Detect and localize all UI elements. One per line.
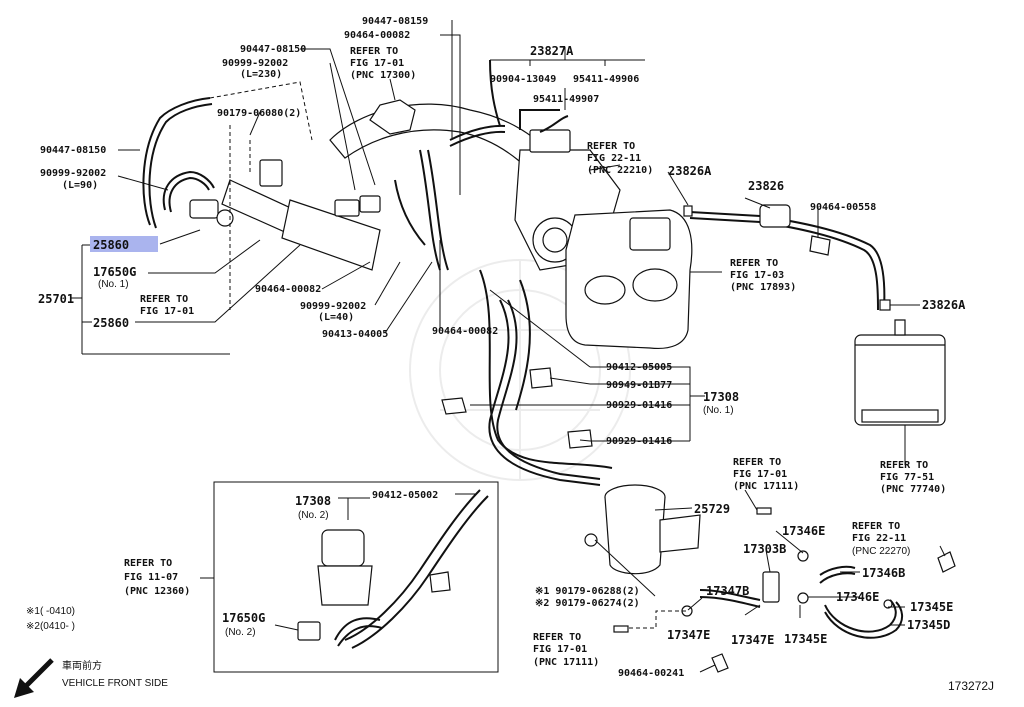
callout-l230: (L=230)	[240, 69, 282, 80]
callout-23826[interactable]: 23826	[748, 179, 784, 193]
refer-fig-17-01-left-line2[interactable]: FIG 17-01	[140, 306, 194, 317]
callout-90447-08159[interactable]: 90447-08159	[362, 16, 428, 27]
vehicle-front-indicator: 車両前方 VEHICLE FRONT SIDE	[14, 658, 168, 698]
refer-fig-11-07-line2[interactable]: FIG 11-07	[124, 572, 178, 583]
part-callouts: 25860 25860 25701 17650G (No. 1) 90447-0…	[38, 16, 966, 679]
callout-90179-06080[interactable]: 90179-06080(2)	[217, 108, 301, 119]
refer-fig-17-01-bottom-line2[interactable]: FIG 17-01	[533, 644, 587, 655]
callout-23826a-b[interactable]: 23826A	[922, 298, 966, 312]
refer-fig-17-03-line3[interactable]: (PNC 17893)	[730, 282, 796, 293]
callout-no1-b: (No. 1)	[703, 405, 734, 416]
callout-17303b[interactable]: 17303B	[743, 542, 786, 556]
refer-fig-17-01-top-line3[interactable]: (PNC 17300)	[350, 70, 416, 81]
callout-90464-00082-b[interactable]: 90464-00082	[255, 284, 321, 295]
callout-no2-a: (No. 2)	[298, 510, 329, 521]
callout-25701[interactable]: 25701	[38, 292, 74, 306]
callout-90999-92002-c[interactable]: 90999-92002	[300, 301, 366, 312]
refer-fig-22-11-b-line3[interactable]: (PNC 22270)	[852, 546, 910, 557]
callout-90929-01416-b[interactable]: 90929-01416	[606, 436, 672, 447]
refer-fig-77-51-line3[interactable]: (PNC 77740)	[880, 484, 946, 495]
refer-fig-77-51-line1[interactable]: REFER TO	[880, 460, 928, 471]
callout-23826a-a[interactable]: 23826A	[668, 164, 712, 178]
refer-fig-22-11-line1[interactable]: REFER TO	[587, 141, 635, 152]
vehicle-front-en: VEHICLE FRONT SIDE	[62, 678, 168, 689]
refer-fig-17-01-left-line1[interactable]: REFER TO	[140, 294, 188, 305]
callout-90179-06274[interactable]: ※2 90179-06274(2)	[535, 598, 640, 609]
callout-no2-b: (No. 2)	[225, 627, 256, 638]
callout-90447-08150-a[interactable]: 90447-08150	[40, 145, 106, 156]
callout-25860[interactable]: 25860	[93, 316, 129, 330]
callout-90464-00082-a[interactable]: 90464-00082	[344, 30, 410, 41]
callout-l90: (L=90)	[62, 180, 98, 191]
callout-90904-13049[interactable]: 90904-13049	[490, 74, 556, 85]
callout-90999-92002-a[interactable]: 90999-92002	[40, 168, 106, 179]
refer-fig-17-01-right-line1[interactable]: REFER TO	[733, 457, 781, 468]
callout-no1-a: (No. 1)	[98, 279, 129, 290]
footnote-1: ※1( -0410)	[26, 606, 75, 617]
refer-fig-17-01-right-line3[interactable]: (PNC 17111)	[733, 481, 799, 492]
refer-fig-22-11-b-line2[interactable]: FIG 22-11	[852, 533, 906, 544]
vacuum-hose-set-drawing	[142, 59, 956, 673]
refer-fig-17-01-bottom-line1[interactable]: REFER TO	[533, 632, 581, 643]
watermark-emblem	[409, 259, 631, 481]
callout-17650g-1[interactable]: 17650G	[93, 265, 136, 279]
callout-95411-49907[interactable]: 95411-49907	[533, 94, 599, 105]
callout-90949-01b77[interactable]: 90949-01B77	[606, 380, 672, 391]
callout-90413-04005[interactable]: 90413-04005	[322, 329, 388, 340]
arrow-down-left-icon	[14, 658, 54, 698]
callout-17347e-b[interactable]: 17347E	[731, 633, 774, 647]
figure-id: 173272J	[948, 679, 994, 693]
callout-17346e-a[interactable]: 17346E	[782, 524, 825, 538]
callout-17308-1[interactable]: 17308	[703, 390, 739, 404]
callout-90464-00558[interactable]: 90464-00558	[810, 202, 876, 213]
callout-17308-2[interactable]: 17308	[295, 494, 331, 508]
refer-fig-17-01-bottom-line3[interactable]: (PNC 17111)	[533, 657, 599, 668]
callout-l40: (L=40)	[318, 312, 354, 323]
refer-fig-17-03-line1[interactable]: REFER TO	[730, 258, 778, 269]
callout-90412-05005[interactable]: 90412-05005	[606, 362, 672, 373]
callout-17346e-b[interactable]: 17346E	[836, 590, 879, 604]
callout-90412-05002[interactable]: 90412-05002	[372, 490, 438, 501]
callout-90464-00241[interactable]: 90464-00241	[618, 668, 684, 679]
callout-90929-01416-a[interactable]: 90929-01416	[606, 400, 672, 411]
callout-17347b[interactable]: 17347B	[706, 584, 749, 598]
callout-23827a[interactable]: 23827A	[530, 44, 574, 58]
callout-17346b[interactable]: 17346B	[862, 566, 905, 580]
callout-17345e-a[interactable]: 17345E	[910, 600, 953, 614]
callout-90179-06288[interactable]: ※1 90179-06288(2)	[535, 586, 640, 597]
refer-fig-22-11-b-line1[interactable]: REFER TO	[852, 521, 900, 532]
callout-17347e-a[interactable]: 17347E	[667, 628, 710, 642]
refer-fig-17-01-right-line2[interactable]: FIG 17-01	[733, 469, 787, 480]
footnote-2: ※2(0410- )	[26, 621, 75, 632]
refer-fig-17-01-top-line1[interactable]: REFER TO	[350, 46, 398, 57]
footnotes: ※1( -0410) ※2(0410- )	[26, 606, 75, 632]
refer-fig-22-11-line2[interactable]: FIG 22-11	[587, 153, 641, 164]
highlight-25860	[90, 236, 158, 252]
refer-fig-22-11-line3[interactable]: (PNC 22210)	[587, 165, 653, 176]
callout-90999-92002-b[interactable]: 90999-92002	[222, 58, 288, 69]
callout-25729[interactable]: 25729	[694, 502, 730, 516]
callout-17345d[interactable]: 17345D	[907, 618, 950, 632]
refer-fig-11-07-line3[interactable]: (PNC 12360)	[124, 586, 190, 597]
callout-17650g-2[interactable]: 17650G	[222, 611, 265, 625]
callout-95411-49906[interactable]: 95411-49906	[573, 74, 639, 85]
callout-90464-00082-c[interactable]: 90464-00082	[432, 326, 498, 337]
refer-fig-17-01-top-line2[interactable]: FIG 17-01	[350, 58, 404, 69]
callout-25860-highlighted[interactable]: 25860	[93, 238, 129, 252]
refer-fig-11-07-line1[interactable]: REFER TO	[124, 558, 172, 569]
refer-fig-17-03-line2[interactable]: FIG 17-03	[730, 270, 784, 281]
refer-fig-77-51-line2[interactable]: FIG 77-51	[880, 472, 934, 483]
vehicle-front-jp: 車両前方	[62, 659, 102, 672]
callout-90447-08150-b[interactable]: 90447-08150	[240, 44, 306, 55]
callout-17345e-b[interactable]: 17345E	[784, 632, 827, 646]
leader-lines	[70, 20, 946, 673]
